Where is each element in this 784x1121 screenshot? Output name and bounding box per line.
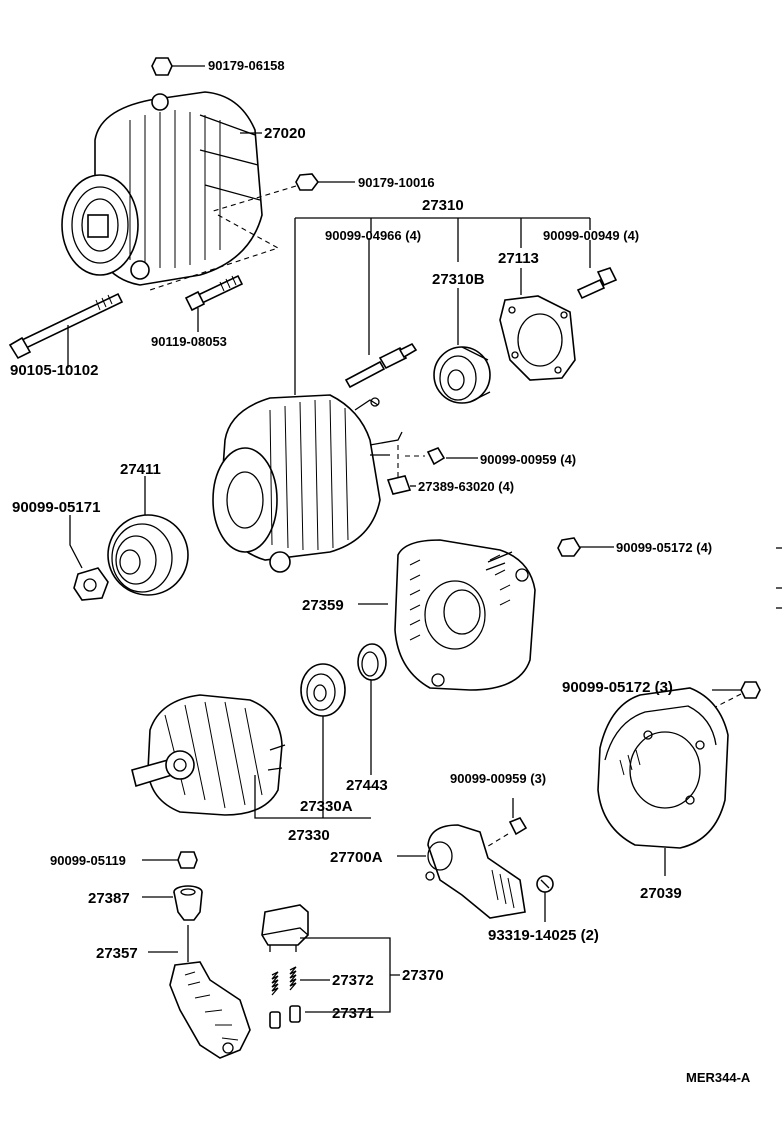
screw-90099-00959-part[interactable] [397,445,478,478]
rear-housing-part[interactable] [212,394,403,573]
diagram-code: MER344-A [686,1070,751,1085]
bearing-27330A-part[interactable] [300,663,346,795]
plate-27113-part[interactable] [499,268,576,381]
stud-bolt-90099-04966-part[interactable] [344,238,418,389]
alternator-assembly-part[interactable] [61,91,263,286]
label-27330A: 27330A [300,798,353,815]
insulator-27387-part[interactable] [142,885,203,921]
label-27020: 27020 [264,125,306,142]
label-27372: 27372 [332,972,374,989]
label-27387: 27387 [88,890,130,907]
screw-93319-14025-part[interactable] [536,875,554,922]
label-90099-04966: 90099-04966 (4) [325,228,421,243]
bearing-27310B-part[interactable] [433,288,491,404]
label-27371: 27371 [332,1005,374,1022]
label-27310B: 27310B [432,271,485,288]
label-90099-05172-3: 90099-05172 (3) [562,679,673,696]
label-90099-00959-4: 90099-00959 (4) [480,452,576,467]
label-27700A: 27700A [330,849,383,866]
brush-holder-27370-part[interactable] [261,904,400,1013]
rectifier-27357-part[interactable] [148,925,251,1059]
label-90105-10102: 90105-10102 [10,362,98,379]
label-90179-10016: 90179-10016 [358,175,435,190]
screw-90099-00949-part[interactable] [576,240,618,300]
label-90099-05172-4: 90099-05172 (4) [616,540,712,555]
nut-90179-10016-part[interactable] [295,173,355,191]
regulator-27700A-part[interactable] [397,824,526,919]
label-90099-00959-3: 90099-00959 (3) [450,771,546,786]
seal-27443-part[interactable] [357,643,387,775]
label-27357: 27357 [96,945,138,962]
label-27370: 27370 [402,967,444,984]
screw-90099-00959-3-part[interactable] [484,798,528,849]
nut-90179-06158-part[interactable] [151,57,205,76]
label-90179-06158: 90179-06158 [208,58,285,73]
spring-27372-part[interactable] [271,966,297,996]
label-27443: 27443 [346,777,388,794]
label-27389-63020: 27389-63020 (4) [418,479,514,494]
label-27359: 27359 [302,597,344,614]
label-27310: 27310 [422,197,464,214]
nut-90099-05172-3-part[interactable] [712,681,761,699]
label-27330: 27330 [288,827,330,844]
rotor-part[interactable] [131,694,286,816]
label-90099-05171: 90099-05171 [12,499,100,516]
pulley-27411-part[interactable] [107,476,189,596]
terminal-27389-63020-part[interactable] [386,475,416,495]
label-27411: 27411 [120,461,161,478]
label-93319-14025: 93319-14025 (2) [488,927,599,944]
bolt-90105-10102-part[interactable] [8,292,124,368]
nut-90099-05119-part[interactable] [142,851,198,869]
drive-end-frame-27359-part[interactable] [358,539,536,691]
label-90099-00949: 90099-00949 (4) [543,228,639,243]
nut-90099-05172-4-part[interactable] [557,537,614,557]
label-27039: 27039 [640,885,682,902]
edge-marks [776,547,782,609]
label-90119-08053: 90119-08053 [151,334,227,349]
brush-27371-part[interactable] [269,1005,301,1029]
bolt-90119-08053-part[interactable] [184,274,244,332]
label-27113: 27113 [498,250,539,267]
label-90099-05119: 90099-05119 [50,853,126,868]
rear-cover-27039-part[interactable] [597,687,729,876]
nut-90099-05171-part[interactable] [69,515,109,601]
